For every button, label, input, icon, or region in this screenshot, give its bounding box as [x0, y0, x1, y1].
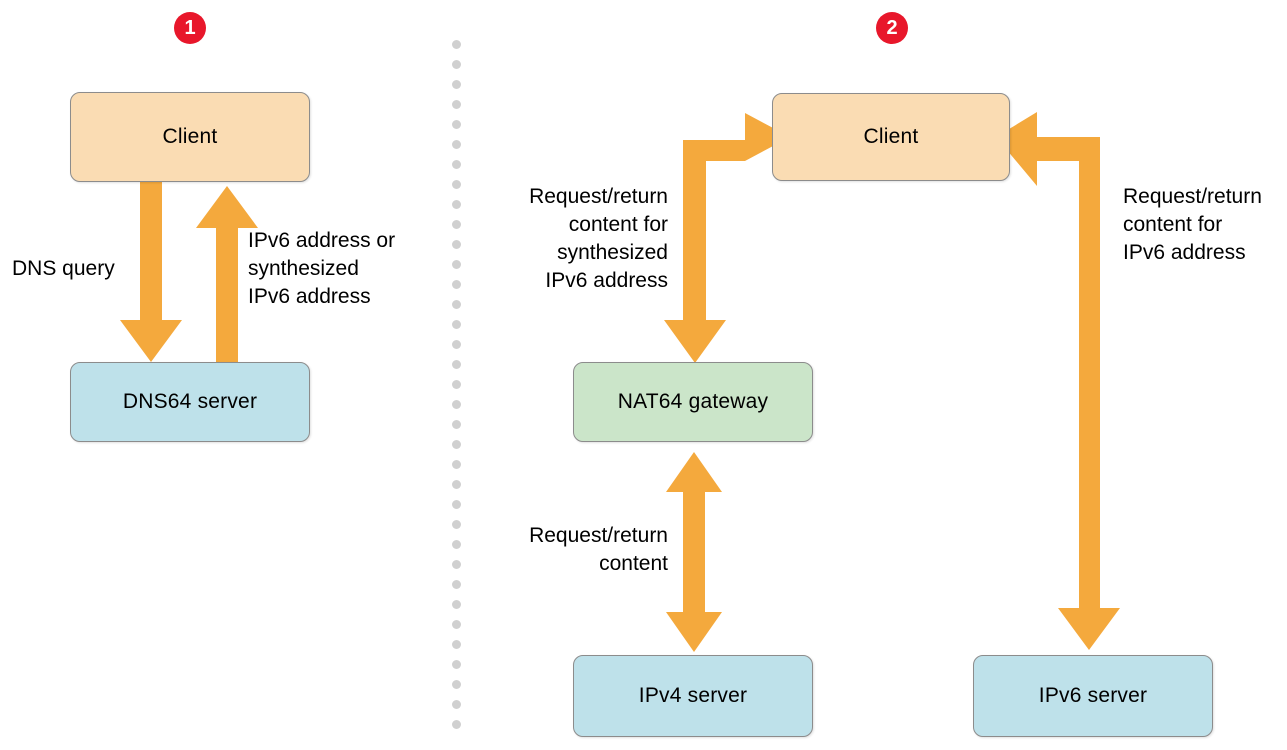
divider-dot — [452, 200, 461, 209]
divider-dot — [452, 340, 461, 349]
divider-dot — [452, 560, 461, 569]
divider-dot — [452, 420, 461, 429]
node-label: IPv4 server — [638, 684, 748, 707]
node-label: NAT64 gateway — [617, 390, 769, 413]
label-ipv6-or-synthesized: IPv6 address or synthesized IPv6 address — [248, 229, 396, 309]
divider-dot — [452, 700, 461, 709]
divider-dot — [452, 140, 461, 149]
node-label: Client — [162, 125, 218, 148]
divider-dot — [452, 120, 461, 129]
divider-dot — [452, 680, 461, 689]
node-ipv4-server[interactable]: IPv4 server — [573, 655, 813, 737]
divider-dot — [452, 600, 461, 609]
node-dns64-server[interactable]: DNS64 server — [70, 362, 310, 442]
divider-dot — [452, 500, 461, 509]
divider-dot — [452, 360, 461, 369]
node-client-2[interactable]: Client — [772, 93, 1010, 181]
divider-dot — [452, 280, 461, 289]
divider-dot — [452, 380, 461, 389]
divider-dot — [452, 320, 461, 329]
panel-divider — [452, 40, 462, 740]
divider-dot — [452, 480, 461, 489]
divider-dot — [452, 220, 461, 229]
divider-dot — [452, 620, 461, 629]
divider-dot — [452, 100, 461, 109]
step-badge-1: 1 — [174, 12, 206, 44]
divider-dot — [452, 520, 461, 529]
step-badge-2: 2 — [876, 12, 908, 44]
divider-dot — [452, 640, 461, 649]
divider-dot — [452, 720, 461, 729]
divider-dot — [452, 540, 461, 549]
arrow-ipv6-mask — [985, 100, 1140, 665]
arrow-client2-to-ipv6 — [996, 112, 1120, 650]
node-label: DNS64 server — [122, 390, 258, 413]
divider-dot — [452, 580, 461, 589]
divider-dot — [452, 460, 461, 469]
node-ipv6-server[interactable]: IPv6 server — [973, 655, 1213, 737]
label-synthesized-content: Request/return content for synthesized I… — [529, 185, 668, 293]
divider-dot — [452, 180, 461, 189]
divider-dot — [452, 660, 461, 669]
arrow-client2-to-ipv6-elbow — [996, 113, 1126, 650]
divider-dot — [452, 440, 461, 449]
node-label: IPv6 server — [1038, 684, 1148, 707]
divider-dot — [452, 80, 461, 89]
node-label: Client — [863, 125, 919, 148]
divider-dot — [452, 300, 461, 309]
divider-dot — [452, 60, 461, 69]
divider-dot — [452, 160, 461, 169]
label-request-return-content: Request/return content — [529, 524, 668, 576]
divider-dot — [452, 400, 461, 409]
divider-dot — [452, 260, 461, 269]
node-nat64-gateway[interactable]: NAT64 gateway — [573, 362, 813, 442]
label-dns-query: DNS query — [12, 257, 115, 280]
label-ipv6-content: Request/return content for IPv6 address — [1123, 185, 1262, 265]
arrow-nat64-ipv4-double — [666, 452, 722, 652]
divider-dot — [452, 40, 461, 49]
node-client-1[interactable]: Client — [70, 92, 310, 182]
divider-dot — [452, 240, 461, 249]
